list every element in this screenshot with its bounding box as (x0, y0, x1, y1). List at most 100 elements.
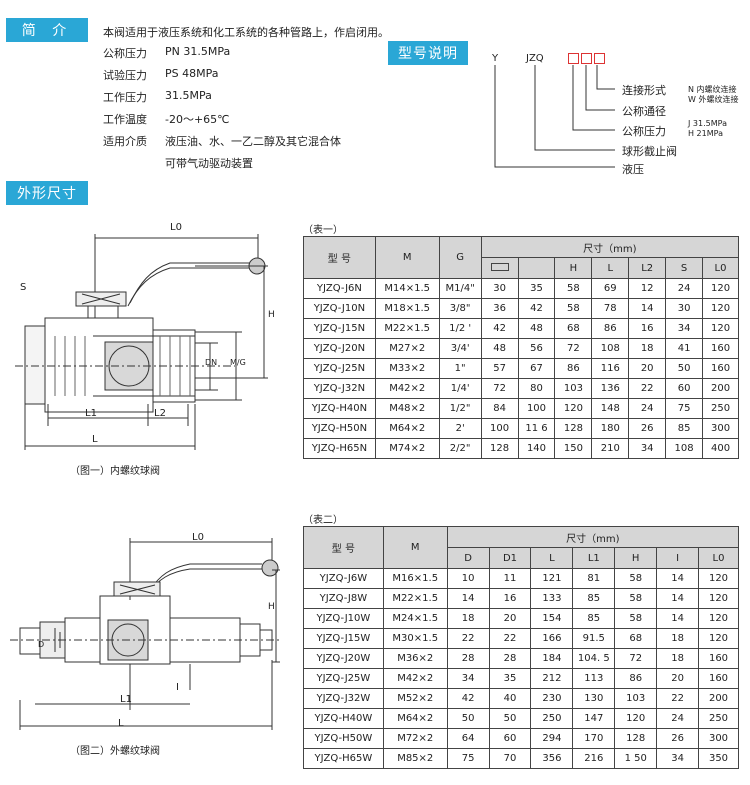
table-cell: 20 (656, 668, 700, 689)
table-cell: 11 (488, 568, 532, 589)
table-cell: 100 (480, 418, 519, 439)
model-press-h: H 21MPa (688, 129, 724, 138)
figure-external-thread-valve (10, 538, 282, 730)
table-cell: 180 (591, 418, 630, 439)
table-cell: 120 (702, 318, 739, 339)
table1-header-g: G (438, 236, 482, 279)
table-cell: 60 (665, 378, 704, 399)
table-cell: M42×2 (382, 668, 448, 689)
table2-sub-d1: D1 (488, 547, 532, 569)
table-cell: 230 (530, 688, 574, 709)
table-cell: M52×2 (382, 688, 448, 709)
table-cell: M16×1.5 (382, 568, 448, 589)
table-cell: YJZQ-H40W (303, 708, 384, 729)
table-cell: 294 (530, 728, 574, 749)
table-cell: 250 (702, 398, 739, 419)
table-cell: 200 (702, 378, 739, 399)
table-cell: 14 (656, 608, 700, 629)
table-cell: YJZQ-J32W (303, 688, 384, 709)
table-cell: 300 (702, 418, 739, 439)
table-cell: 1/2" (438, 398, 482, 419)
table-cell: 18 (628, 338, 667, 359)
table-cell: 1/2 ' (438, 318, 482, 339)
table-cell: 160 (698, 648, 739, 669)
table-cell: 34 (446, 668, 490, 689)
model-prefix-y: Y (492, 53, 499, 64)
fig2-dim-i: I (176, 682, 179, 693)
table-cell: 91.5 (572, 628, 616, 649)
table-cell: 60 (488, 728, 532, 749)
table-cell: 58 (614, 588, 658, 609)
table-cell: 24 (628, 398, 667, 419)
intro-extra: 可带气动驱动装置 (165, 157, 253, 170)
table-cell: 22 (628, 378, 667, 399)
table-cell: 35 (488, 668, 532, 689)
table-cell: 64 (446, 728, 490, 749)
table-cell: M64×2 (374, 418, 440, 439)
table-cell: 41 (665, 338, 704, 359)
table-cell: 356 (530, 748, 574, 769)
table-cell: YJZQ-J6W (303, 568, 384, 589)
table2-sub-l: L (530, 547, 574, 569)
table-cell: M72×2 (382, 728, 448, 749)
table-cell: 14 (656, 588, 700, 609)
table-cell: 148 (591, 398, 630, 419)
table-cell: YJZQ-J32N (303, 378, 376, 399)
model-box-connection (594, 53, 605, 64)
table-cell: 78 (591, 298, 630, 319)
table-cell: YJZQ-J20N (303, 338, 376, 359)
table-cell: 58 (614, 568, 658, 589)
table-cell: 36 (480, 298, 519, 319)
table-cell: 216 (572, 748, 616, 769)
table-cell: M14×1.5 (374, 278, 440, 299)
spec-key: 工作压力 (103, 91, 147, 104)
table-cell: YJZQ-J25N (303, 358, 376, 379)
spec-row: 公称压力 PN 31.5MPa (103, 45, 230, 61)
table-cell: 133 (530, 588, 574, 609)
table-cell: 24 (656, 708, 700, 729)
table-cell: 18 (656, 628, 700, 649)
model-box-pressure (568, 53, 579, 64)
table-cell: 3/4' (438, 338, 482, 359)
spec-row: 工作温度-20～+65℃ (103, 111, 230, 127)
spec-key: 公称压力 (103, 47, 147, 60)
table-cell: M42×2 (374, 378, 440, 399)
table-cell: 68 (614, 628, 658, 649)
table2-caption: （表二） (303, 515, 343, 526)
table-cell: 18 (656, 648, 700, 669)
table-cell: 58 (614, 608, 658, 629)
model-box-bore (581, 53, 592, 64)
table-cell: 128 (614, 728, 658, 749)
table-cell: 128 (480, 438, 519, 459)
table2-sub-h: H (614, 547, 658, 569)
table1-sub-l2: L2 (628, 257, 667, 279)
figure-1-caption: （图一）内螺纹球阀 (70, 466, 160, 477)
table-cell: 121 (530, 568, 574, 589)
table-cell: 34 (656, 748, 700, 769)
table2-sub-l0: L0 (698, 547, 739, 569)
model-press-j: J 31.5MPa (688, 119, 727, 128)
table-cell: 18 (446, 608, 490, 629)
fig1-dim-l: L (92, 434, 98, 445)
table-cell: 12 (628, 278, 667, 299)
table-cell: 250 (698, 708, 739, 729)
fig2-dim-l1: L1 (120, 694, 132, 705)
table-cell: 86 (591, 318, 630, 339)
table-cell: M1/4" (438, 278, 482, 299)
table-cell: 34 (628, 438, 667, 459)
table-cell: 120 (698, 628, 739, 649)
spec-key: 适用介质 (103, 135, 147, 148)
table-cell: 22 (446, 628, 490, 649)
model-label-connection: 连接形式 (622, 84, 666, 97)
table-cell: YJZQ-H50N (303, 418, 376, 439)
table-cell: 16 (628, 318, 667, 339)
spec-value: PN 31.5MPa (165, 45, 231, 58)
table-cell: 108 (665, 438, 704, 459)
